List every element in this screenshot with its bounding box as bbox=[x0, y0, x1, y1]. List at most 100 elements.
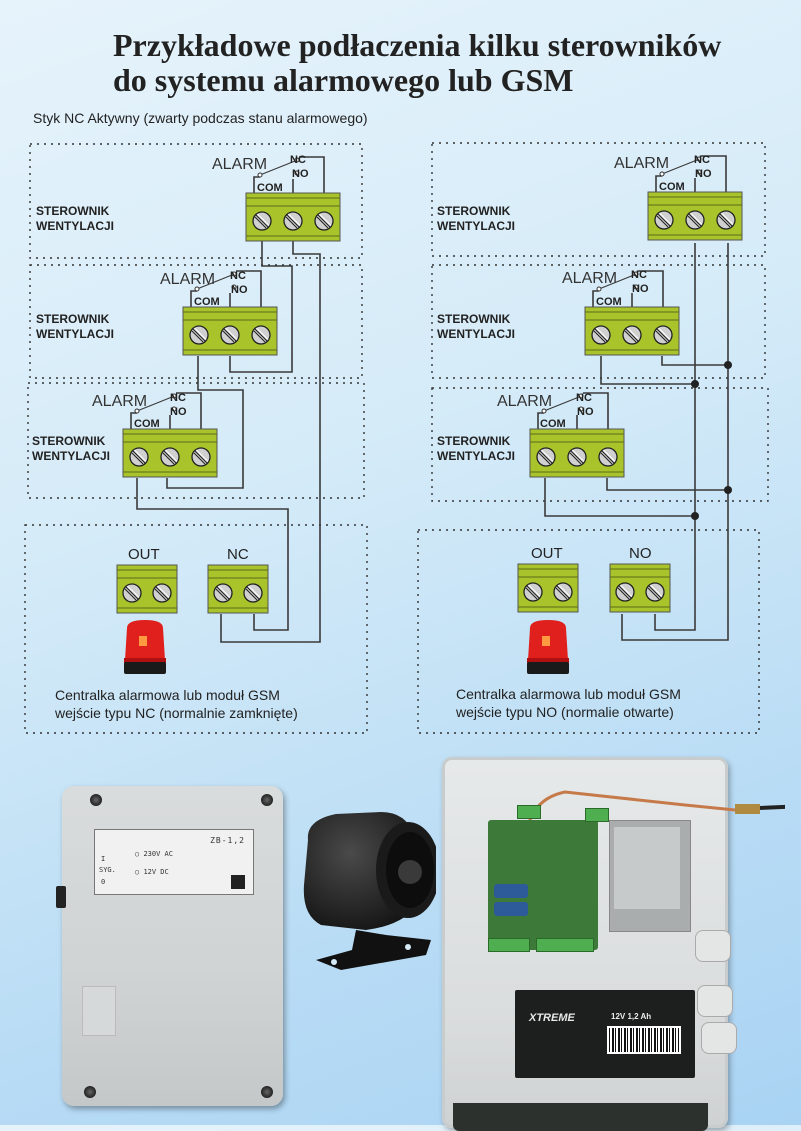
screw-icon bbox=[90, 794, 102, 806]
controller-label: STEROWNIK bbox=[32, 434, 106, 448]
wire bbox=[600, 356, 695, 385]
capacitor bbox=[494, 884, 528, 898]
controller-label: STEROWNIK bbox=[437, 434, 511, 448]
led-12v-label: ○ 12V DC bbox=[135, 868, 169, 876]
relay-label: ALARM bbox=[212, 156, 267, 173]
controller-terminal bbox=[183, 307, 277, 355]
central-description: wejście typu NO (normalie otwarte) bbox=[455, 704, 674, 720]
central-description: Centralka alarmowa lub moduł GSM bbox=[456, 686, 681, 702]
right-diagram: ALARM NC NO COM STEROWNIK WENTYLACJI ALA… bbox=[417, 142, 769, 734]
relay-label: ALARM bbox=[614, 155, 669, 172]
contact-nc-label: NC bbox=[576, 392, 592, 404]
controller-label: WENTYLACJI bbox=[36, 219, 114, 233]
wire bbox=[229, 240, 293, 373]
pcb-board bbox=[488, 820, 598, 952]
led-230v-text: 230V AC bbox=[143, 850, 173, 858]
no-input-terminal bbox=[610, 564, 670, 612]
wire bbox=[166, 356, 244, 489]
contact-com-label: COM bbox=[540, 418, 566, 430]
controller-label: WENTYLACJI bbox=[437, 327, 515, 341]
wire-bus-com bbox=[654, 243, 696, 631]
junction-dot bbox=[724, 486, 732, 494]
barcode bbox=[607, 1026, 681, 1054]
controller-box-2 bbox=[29, 264, 363, 379]
pcb-terminal bbox=[517, 805, 541, 819]
battery-spec: 12V 1,2 Ah bbox=[611, 1012, 652, 1021]
beacon-icon bbox=[124, 620, 166, 674]
controller-label: STEROWNIK bbox=[437, 312, 511, 326]
junction-dot bbox=[691, 380, 699, 388]
contact-com-label: COM bbox=[596, 296, 622, 308]
toggle-switch bbox=[56, 886, 66, 908]
relay-label: ALARM bbox=[562, 270, 617, 287]
junction-dot bbox=[691, 512, 699, 520]
contact-no-label: NO bbox=[695, 168, 712, 180]
cable-gland bbox=[697, 985, 733, 1017]
contact-no-label: NO bbox=[632, 283, 649, 295]
central-box bbox=[24, 524, 368, 734]
contact-com-label: COM bbox=[659, 181, 685, 193]
contact-com-label: COM bbox=[194, 296, 220, 308]
contact-nc-label: NC bbox=[170, 392, 186, 404]
subtitle: Styk NC Aktywny (zwarty podczas stanu al… bbox=[33, 110, 368, 126]
out-terminal bbox=[117, 565, 177, 613]
out-terminal-label: OUT bbox=[128, 546, 160, 563]
relay-label: ALARM bbox=[497, 393, 552, 410]
title-line-2: do systemu alarmowego lub GSM bbox=[113, 62, 574, 98]
wire bbox=[136, 478, 289, 631]
contact-com-label: COM bbox=[257, 182, 283, 194]
controller-terminal bbox=[530, 429, 624, 477]
wire bbox=[544, 478, 695, 517]
contact-no-label: NO bbox=[292, 168, 309, 180]
contact-nc-label: NC bbox=[631, 269, 647, 281]
central-box bbox=[417, 529, 760, 734]
pcb-terminal bbox=[488, 938, 530, 952]
zb-model: ZB-1,2 bbox=[210, 836, 245, 845]
contact-nc-label: NC bbox=[290, 154, 306, 166]
controller-terminal bbox=[648, 192, 742, 240]
central-description: Centralka alarmowa lub moduł GSM bbox=[55, 687, 280, 703]
out-terminal-label: OUT bbox=[531, 545, 563, 562]
wire-bus-no bbox=[621, 243, 729, 641]
controller-terminal bbox=[123, 429, 217, 477]
switch-off-label: 0 bbox=[101, 878, 106, 886]
zb-label-plate: ZB-1,2 ○ 230V AC ○ 12V DC I SYG. 0 bbox=[94, 829, 254, 895]
controller-terminal bbox=[246, 193, 340, 241]
out-terminal bbox=[518, 564, 578, 612]
zb-power-supply-photo: ZB-1,2 ○ 230V AC ○ 12V DC I SYG. 0 bbox=[56, 786, 283, 1106]
wiring-diagram: ALARM NC NO COM STEROWNIK WENTYLACJI ALA… bbox=[24, 142, 769, 734]
controller-label: STEROWNIK bbox=[36, 312, 110, 326]
contact-nc-label: NC bbox=[230, 270, 246, 282]
pcb-terminal bbox=[536, 938, 594, 952]
controller-label: WENTYLACJI bbox=[36, 327, 114, 341]
led-12v-text: 12V DC bbox=[143, 868, 169, 876]
pcb-terminal bbox=[585, 808, 609, 822]
left-diagram: ALARM NC NO COM STEROWNIK WENTYLACJI ALA… bbox=[24, 143, 368, 734]
battery-brand: XTREME bbox=[529, 1012, 575, 1024]
beacon-icon bbox=[527, 620, 569, 674]
switch-on-label: I bbox=[101, 855, 106, 863]
controller-box-1 bbox=[29, 143, 363, 259]
controller-box-3 bbox=[27, 382, 365, 499]
controller-box-3 bbox=[431, 387, 769, 502]
gsm-module-enclosure-photo: XTREME 12V 1,2 Ah bbox=[442, 757, 785, 1131]
controller-label: WENTYLACJI bbox=[437, 449, 515, 463]
controller-label: STEROWNIK bbox=[36, 204, 110, 218]
embossed-label bbox=[82, 986, 116, 1036]
cable-gland bbox=[695, 930, 731, 962]
screw-icon bbox=[261, 1086, 273, 1098]
wire bbox=[220, 240, 321, 643]
contact-no-label: NO bbox=[170, 406, 187, 418]
enclosure-base bbox=[453, 1103, 708, 1131]
screw-icon bbox=[84, 1086, 96, 1098]
relay-label: ALARM bbox=[160, 271, 215, 288]
page-title: Przykładowe podłaczenia kilku sterownikó… bbox=[113, 28, 721, 98]
transformer-label bbox=[614, 827, 680, 909]
input-terminal-label: NC bbox=[227, 546, 249, 563]
siren-photo bbox=[303, 812, 436, 970]
central-description: wejście typu NC (normalnie zamknięte) bbox=[54, 705, 298, 721]
controller-label: WENTYLACJI bbox=[32, 449, 110, 463]
contact-no-label: NO bbox=[577, 406, 594, 418]
battery: XTREME 12V 1,2 Ah bbox=[515, 990, 695, 1078]
brand-logo-icon bbox=[231, 875, 245, 889]
